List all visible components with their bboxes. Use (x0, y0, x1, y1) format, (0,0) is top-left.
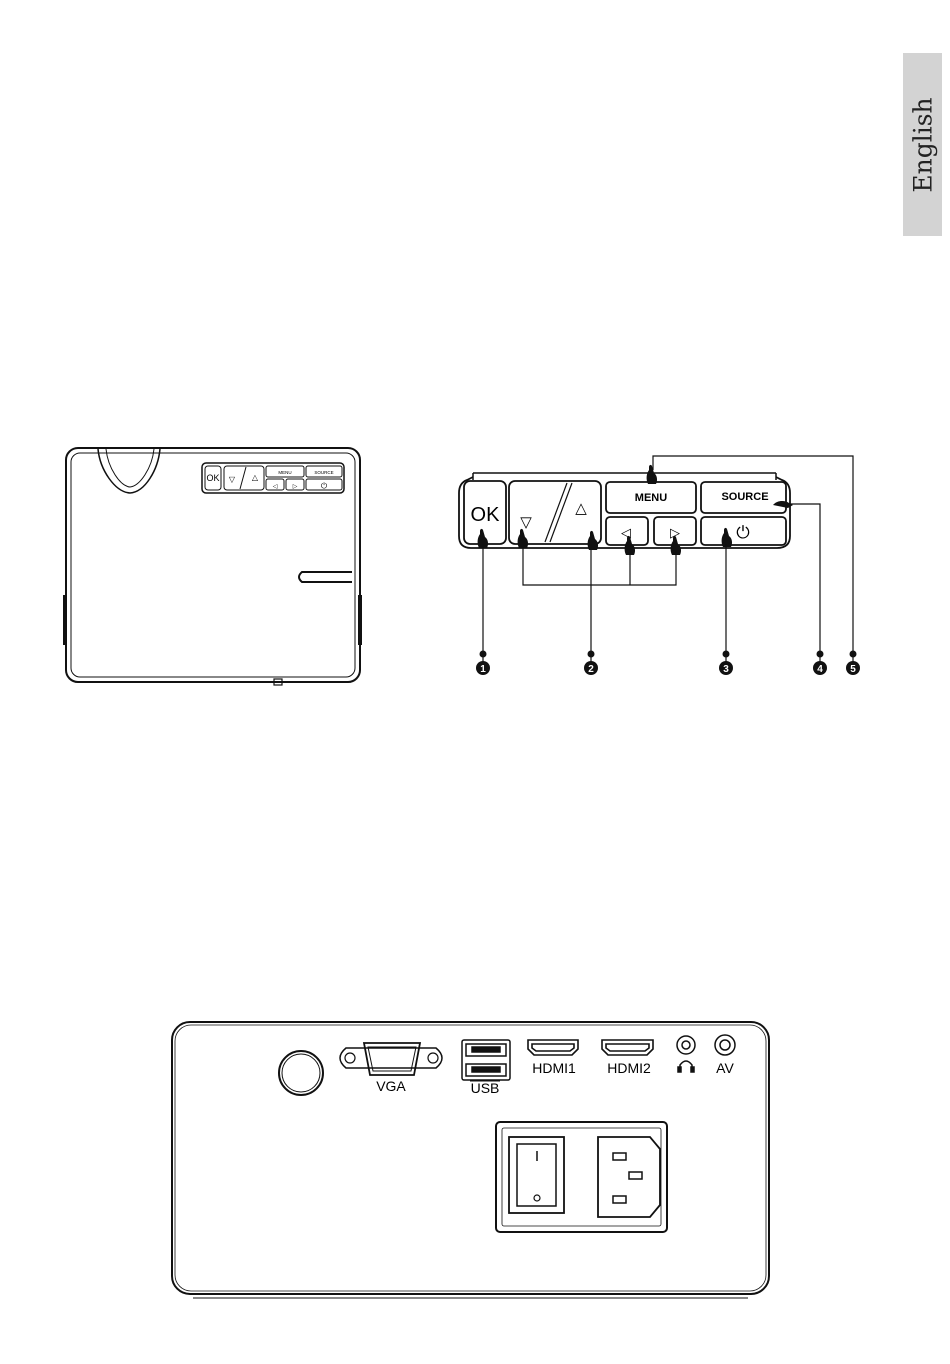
hdmi1-port[interactable] (528, 1040, 578, 1055)
panel-menu-label: MENU (635, 492, 667, 504)
callout-2: 2 (588, 664, 594, 675)
callout-4: 4 (817, 664, 823, 675)
callout-leaders (483, 456, 853, 666)
panel-ok-label: OK (471, 504, 501, 526)
control-panel-diagram: OK ▽ △ MENU SOURCE ◁ ▷ ⏻ (455, 448, 875, 683)
av-jack[interactable] (715, 1035, 735, 1055)
callout-3: 3 (723, 664, 729, 675)
vga-label: VGA (376, 1078, 406, 1094)
usb-port[interactable] (462, 1040, 510, 1080)
rear-panel-outline (172, 1022, 769, 1294)
hdmi2-port[interactable] (602, 1040, 653, 1055)
projector-body-inner (71, 453, 355, 677)
callout-badges: 1 2 3 4 5 (476, 661, 860, 675)
side-vent-slot (299, 572, 352, 582)
headphone-icon (678, 1061, 694, 1072)
top-right-arrow-icon: ▷ (293, 484, 298, 490)
language-tab: English (903, 53, 942, 236)
top-down-arrow-icon: ▽ (229, 475, 236, 484)
up-arrow-icon: △ (575, 500, 587, 517)
callout-1: 1 (480, 664, 486, 675)
power-icon: ⏻ (736, 523, 750, 542)
top-left-arrow-icon: ◁ (273, 484, 278, 490)
usb-label: USB (471, 1080, 500, 1096)
hdmi2-label: HDMI2 (607, 1060, 651, 1076)
projector-rear-panel: VGA USB HDMI1 HDMI2 AV (168, 1018, 773, 1300)
projector-body-outline (66, 448, 360, 682)
top-menu-label: MENU (278, 470, 291, 475)
headphone-jack[interactable] (677, 1036, 695, 1054)
top-power-icon: ⏻ (321, 482, 328, 491)
down-arrow-icon: ▽ (520, 514, 532, 531)
ac-power-inlet (598, 1137, 660, 1217)
panel-source-label: SOURCE (721, 491, 768, 503)
language-label: English (908, 97, 937, 192)
callout-5: 5 (850, 664, 856, 675)
av-label: AV (716, 1060, 734, 1076)
callout-dots (480, 651, 857, 658)
hdmi1-label: HDMI1 (532, 1060, 576, 1076)
top-source-label: SOURCE (314, 470, 333, 475)
vga-port[interactable] (340, 1043, 442, 1075)
top-up-arrow-icon: △ (252, 473, 259, 482)
top-ok-label: OK (206, 473, 219, 483)
projector-top-view: OK ▽ △ MENU SOURCE ◁ ▷ ⏻ (60, 440, 370, 690)
ir-receiver-window (279, 1051, 323, 1095)
power-rocker-switch[interactable] (509, 1137, 564, 1213)
